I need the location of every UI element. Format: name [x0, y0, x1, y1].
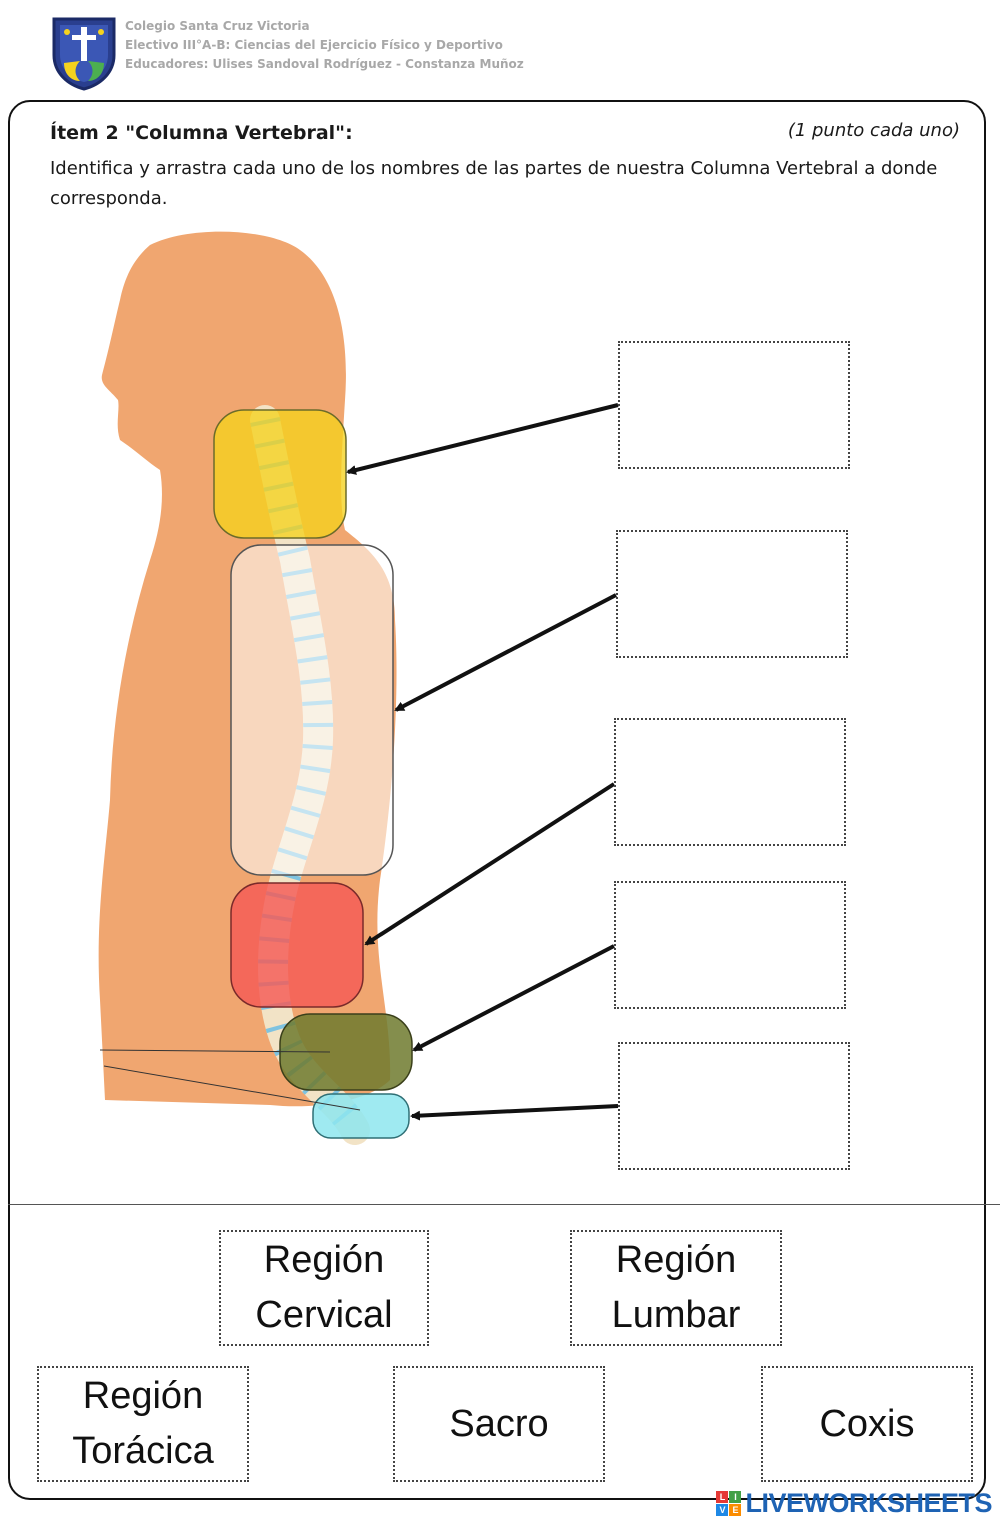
educators: Educadores: Ulises Sandoval Rodríguez - …	[125, 57, 524, 71]
arrow-2	[394, 593, 617, 712]
cervical-region-overlay	[213, 409, 347, 539]
drop-target-3[interactable]	[614, 718, 846, 846]
draggable-region-lumbar[interactable]: Región Lumbar	[570, 1230, 782, 1346]
brand-tile: I	[729, 1491, 742, 1503]
school-name: Colegio Santa Cruz Victoria	[125, 19, 310, 33]
lumbar-region-overlay	[230, 882, 364, 1008]
draggable-region-cervical[interactable]: Región Cervical	[219, 1230, 429, 1346]
label-line: Región	[82, 1375, 204, 1417]
thoracic-region-overlay	[230, 544, 394, 876]
brand-tile: E	[729, 1504, 742, 1516]
arrow-1	[346, 403, 619, 475]
label-line: Sacro	[449, 1402, 549, 1445]
course-name: Electivo III°A-B: Ciencias del Ejercicio…	[125, 38, 503, 52]
label-line: Región	[263, 1239, 385, 1281]
label-line: Torácica	[72, 1430, 214, 1472]
draggable-region-toracica[interactable]: Región Torácica	[37, 1366, 249, 1482]
label-line: Lumbar	[611, 1294, 741, 1336]
brand-tile: V	[716, 1504, 729, 1516]
label-line: Cervical	[255, 1294, 393, 1336]
worksheet-card	[8, 100, 986, 1500]
drop-target-5[interactable]	[618, 1042, 850, 1170]
instructions-text: Identifica y arrastra cada uno de los no…	[50, 158, 938, 209]
drop-target-4[interactable]	[614, 881, 846, 1009]
points-note: (1 punto cada uno)	[787, 120, 960, 141]
arrow-5	[410, 1104, 619, 1121]
arrow-4	[412, 944, 615, 1052]
label-line: Coxis	[819, 1402, 915, 1445]
section-divider	[8, 1204, 1000, 1205]
brand-tile: L	[716, 1491, 729, 1503]
draggable-coxis[interactable]: Coxis	[761, 1366, 973, 1482]
liveworksheets-brand: L I V E LIVEWORKSHEETS	[716, 1488, 992, 1519]
school-crest-logo	[52, 17, 116, 91]
drop-target-1[interactable]	[618, 341, 850, 469]
school-info: Colegio Santa Cruz Victoria Electivo III…	[125, 17, 524, 74]
item-title: Ítem 2 "Columna Vertebral":	[50, 122, 353, 144]
draggable-sacro[interactable]: Sacro	[393, 1366, 605, 1482]
brand-logo-icon: L I V E	[716, 1491, 742, 1516]
drop-target-2[interactable]	[616, 530, 848, 658]
brand-text: LIVEWORKSHEETS	[745, 1488, 992, 1518]
label-line: Región	[615, 1239, 737, 1281]
coccyx-region-overlay	[312, 1093, 410, 1139]
arrow-3	[364, 782, 616, 946]
